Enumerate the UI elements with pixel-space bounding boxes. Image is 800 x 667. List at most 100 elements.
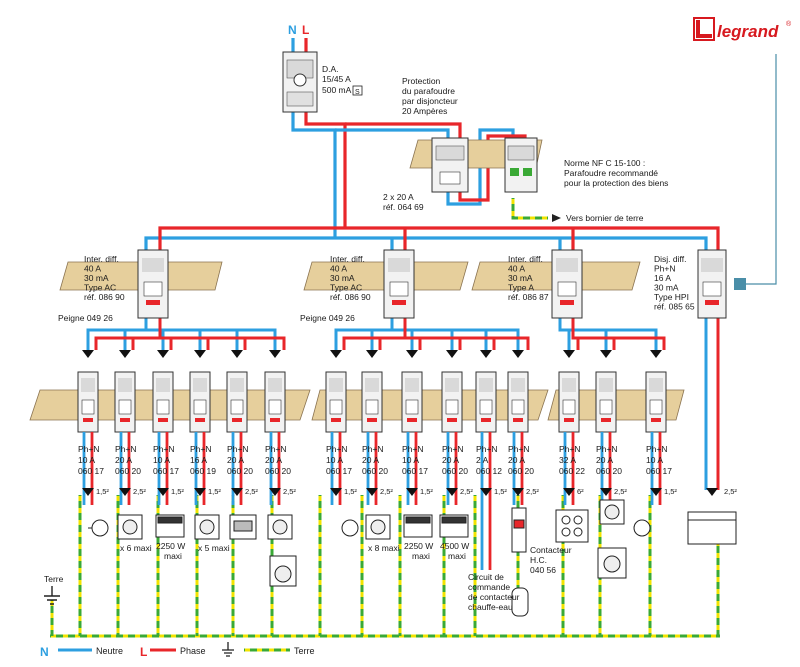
- socket-icon: [194, 514, 220, 540]
- earth-wiring: [50, 198, 720, 638]
- mcb-9: [401, 350, 423, 433]
- surge-arrester: [504, 137, 538, 193]
- mcb-6-label-2: 20 A: [265, 455, 282, 465]
- wire-size-8: 2,5²: [380, 487, 393, 496]
- wire-size-14: 2,5²: [614, 487, 627, 496]
- rcd-2-label-5: réf. 086 90: [330, 292, 371, 302]
- wire-size-1: 1,5²: [96, 487, 109, 496]
- bulb-icon: [633, 519, 651, 537]
- control-circuit-2: commande: [468, 582, 510, 592]
- mcb-13-label-2: 32 A: [559, 455, 576, 465]
- mcb-10-label-2: 20 A: [442, 455, 459, 465]
- mcb-15-label-3: 060 17: [646, 466, 672, 476]
- socket-icon: [599, 499, 625, 525]
- wire-size-7: 1,5²: [344, 487, 357, 496]
- mcb-6-label-3: 060 20: [265, 466, 291, 476]
- mcb-5: [226, 350, 248, 433]
- brand-logo: legrand ®: [688, 6, 796, 52]
- main-breaker-type-mark: S: [355, 89, 360, 96]
- load-heater-3-max: maxi: [448, 551, 466, 561]
- type-s-box: [352, 85, 363, 96]
- comb-label-1: Peigne 049 26: [58, 313, 113, 323]
- rcd-modules: [137, 249, 727, 319]
- rcd-4-label-5: Type HPI: [654, 292, 689, 302]
- mcb-2: [114, 350, 136, 433]
- rcd-4-label-2: Ph+N: [654, 264, 676, 274]
- mcb-8-label-1: Ph+N: [362, 444, 384, 454]
- load-heater-2-power: 2250 W: [404, 541, 433, 551]
- brand-connector: [740, 54, 777, 285]
- surge-breaker-label-1: 2 x 20 A: [383, 192, 414, 202]
- legrand-mark-icon: [693, 17, 715, 41]
- convector-icon: [403, 514, 433, 538]
- mcb-11-label-3: 060 12: [476, 466, 502, 476]
- mcb-15-label-2: 10 A: [646, 455, 663, 465]
- contactor-label-3: 040 56: [530, 565, 556, 575]
- bulb-icon: [341, 519, 359, 537]
- mcb-4-label-3: 060 19: [190, 466, 216, 476]
- mcb-row: [77, 350, 667, 433]
- arrow-icon: [552, 214, 561, 222]
- surge-protection-note-1: Protection: [402, 76, 441, 86]
- load-heater-3-power: 4500 W: [440, 541, 469, 551]
- mcb-4-label-1: Ph+N: [190, 444, 212, 454]
- mcb-2-label-1: Ph+N: [115, 444, 137, 454]
- mcb-3-label-3: 060 17: [153, 466, 179, 476]
- wire-size-16: 2,5²: [724, 487, 737, 496]
- wire-size-15: 1,5²: [664, 487, 677, 496]
- water-heater-icon: [511, 587, 529, 617]
- control-circuit-1: Circuit de: [468, 572, 504, 582]
- mcb-1-label-2: 10 A: [78, 455, 95, 465]
- rcd-3: [551, 249, 583, 319]
- mcb-8: [361, 350, 383, 433]
- mcb-8-label-2: 20 A: [362, 455, 379, 465]
- load-outlets-5: x 5 maxi: [198, 543, 230, 553]
- comb-label-2: Peigne 049 26: [300, 313, 355, 323]
- mcb-15: [645, 350, 667, 433]
- rcd-2-label-4: Type AC: [330, 283, 362, 293]
- brand-registered: ®: [786, 20, 792, 28]
- mcb-12-label-2: 20 A: [508, 455, 525, 465]
- mcb-12: [507, 350, 529, 433]
- rcd-2-label-2: 40 A: [330, 264, 347, 274]
- rcd-4-label-6: réf. 085 65: [654, 302, 695, 312]
- earth-terminal-label: Vers bornier de terre: [566, 213, 644, 223]
- surge-protection-note-4: 20 Ampères: [402, 106, 447, 116]
- mcb-11-label-1: Ph+N: [476, 444, 498, 454]
- convector-icon: [439, 514, 469, 538]
- contactor-label-2: H.C.: [530, 555, 547, 565]
- main-breaker: [282, 51, 318, 113]
- mcb-11-label-2: 2 A: [476, 455, 489, 465]
- main-breaker-rating: 15/45 A: [322, 74, 351, 84]
- mcb-14: [595, 350, 617, 433]
- mcb-7-label-1: Ph+N: [326, 444, 348, 454]
- wire-size-6: 2,5²: [283, 487, 296, 496]
- mcb-14-label-3: 060 20: [596, 466, 622, 476]
- mcb-10: [441, 350, 463, 433]
- cooktop-icon: [555, 509, 589, 543]
- earth-symbol-icon: [222, 642, 234, 657]
- surge-protection-note-2: du parafoudre: [402, 86, 455, 96]
- wire-size-3: 1,5²: [171, 487, 184, 496]
- load-heater-1-max: maxi: [164, 551, 182, 561]
- loads: [44, 499, 737, 617]
- mcb-14-label-2: 20 A: [596, 455, 613, 465]
- convector-icon: [155, 514, 185, 538]
- wire-size-2: 2,5²: [133, 487, 146, 496]
- surge-protection-note-3: par disjoncteur: [402, 96, 458, 106]
- surge-breaker-label-2: réf. 064 69: [383, 202, 424, 212]
- mcb-5-label-1: Ph+N: [227, 444, 249, 454]
- control-box-icon: [687, 511, 737, 545]
- rcd-1-label-3: 30 mA: [84, 273, 109, 283]
- mcb-2-label-2: 20 A: [115, 455, 132, 465]
- rcd-3-label-4: Type A: [508, 283, 534, 293]
- rcd-1-label-5: réf. 086 90: [84, 292, 125, 302]
- rcd-2-label-1: Inter. diff.: [330, 254, 365, 264]
- mcb-1-label-1: Ph+N: [78, 444, 100, 454]
- rcd-1-label-4: Type AC: [84, 283, 116, 293]
- contactor-label-1: Contacteur: [530, 545, 572, 555]
- mcb-12-label-1: Ph+N: [508, 444, 530, 454]
- mcb-3: [152, 350, 174, 433]
